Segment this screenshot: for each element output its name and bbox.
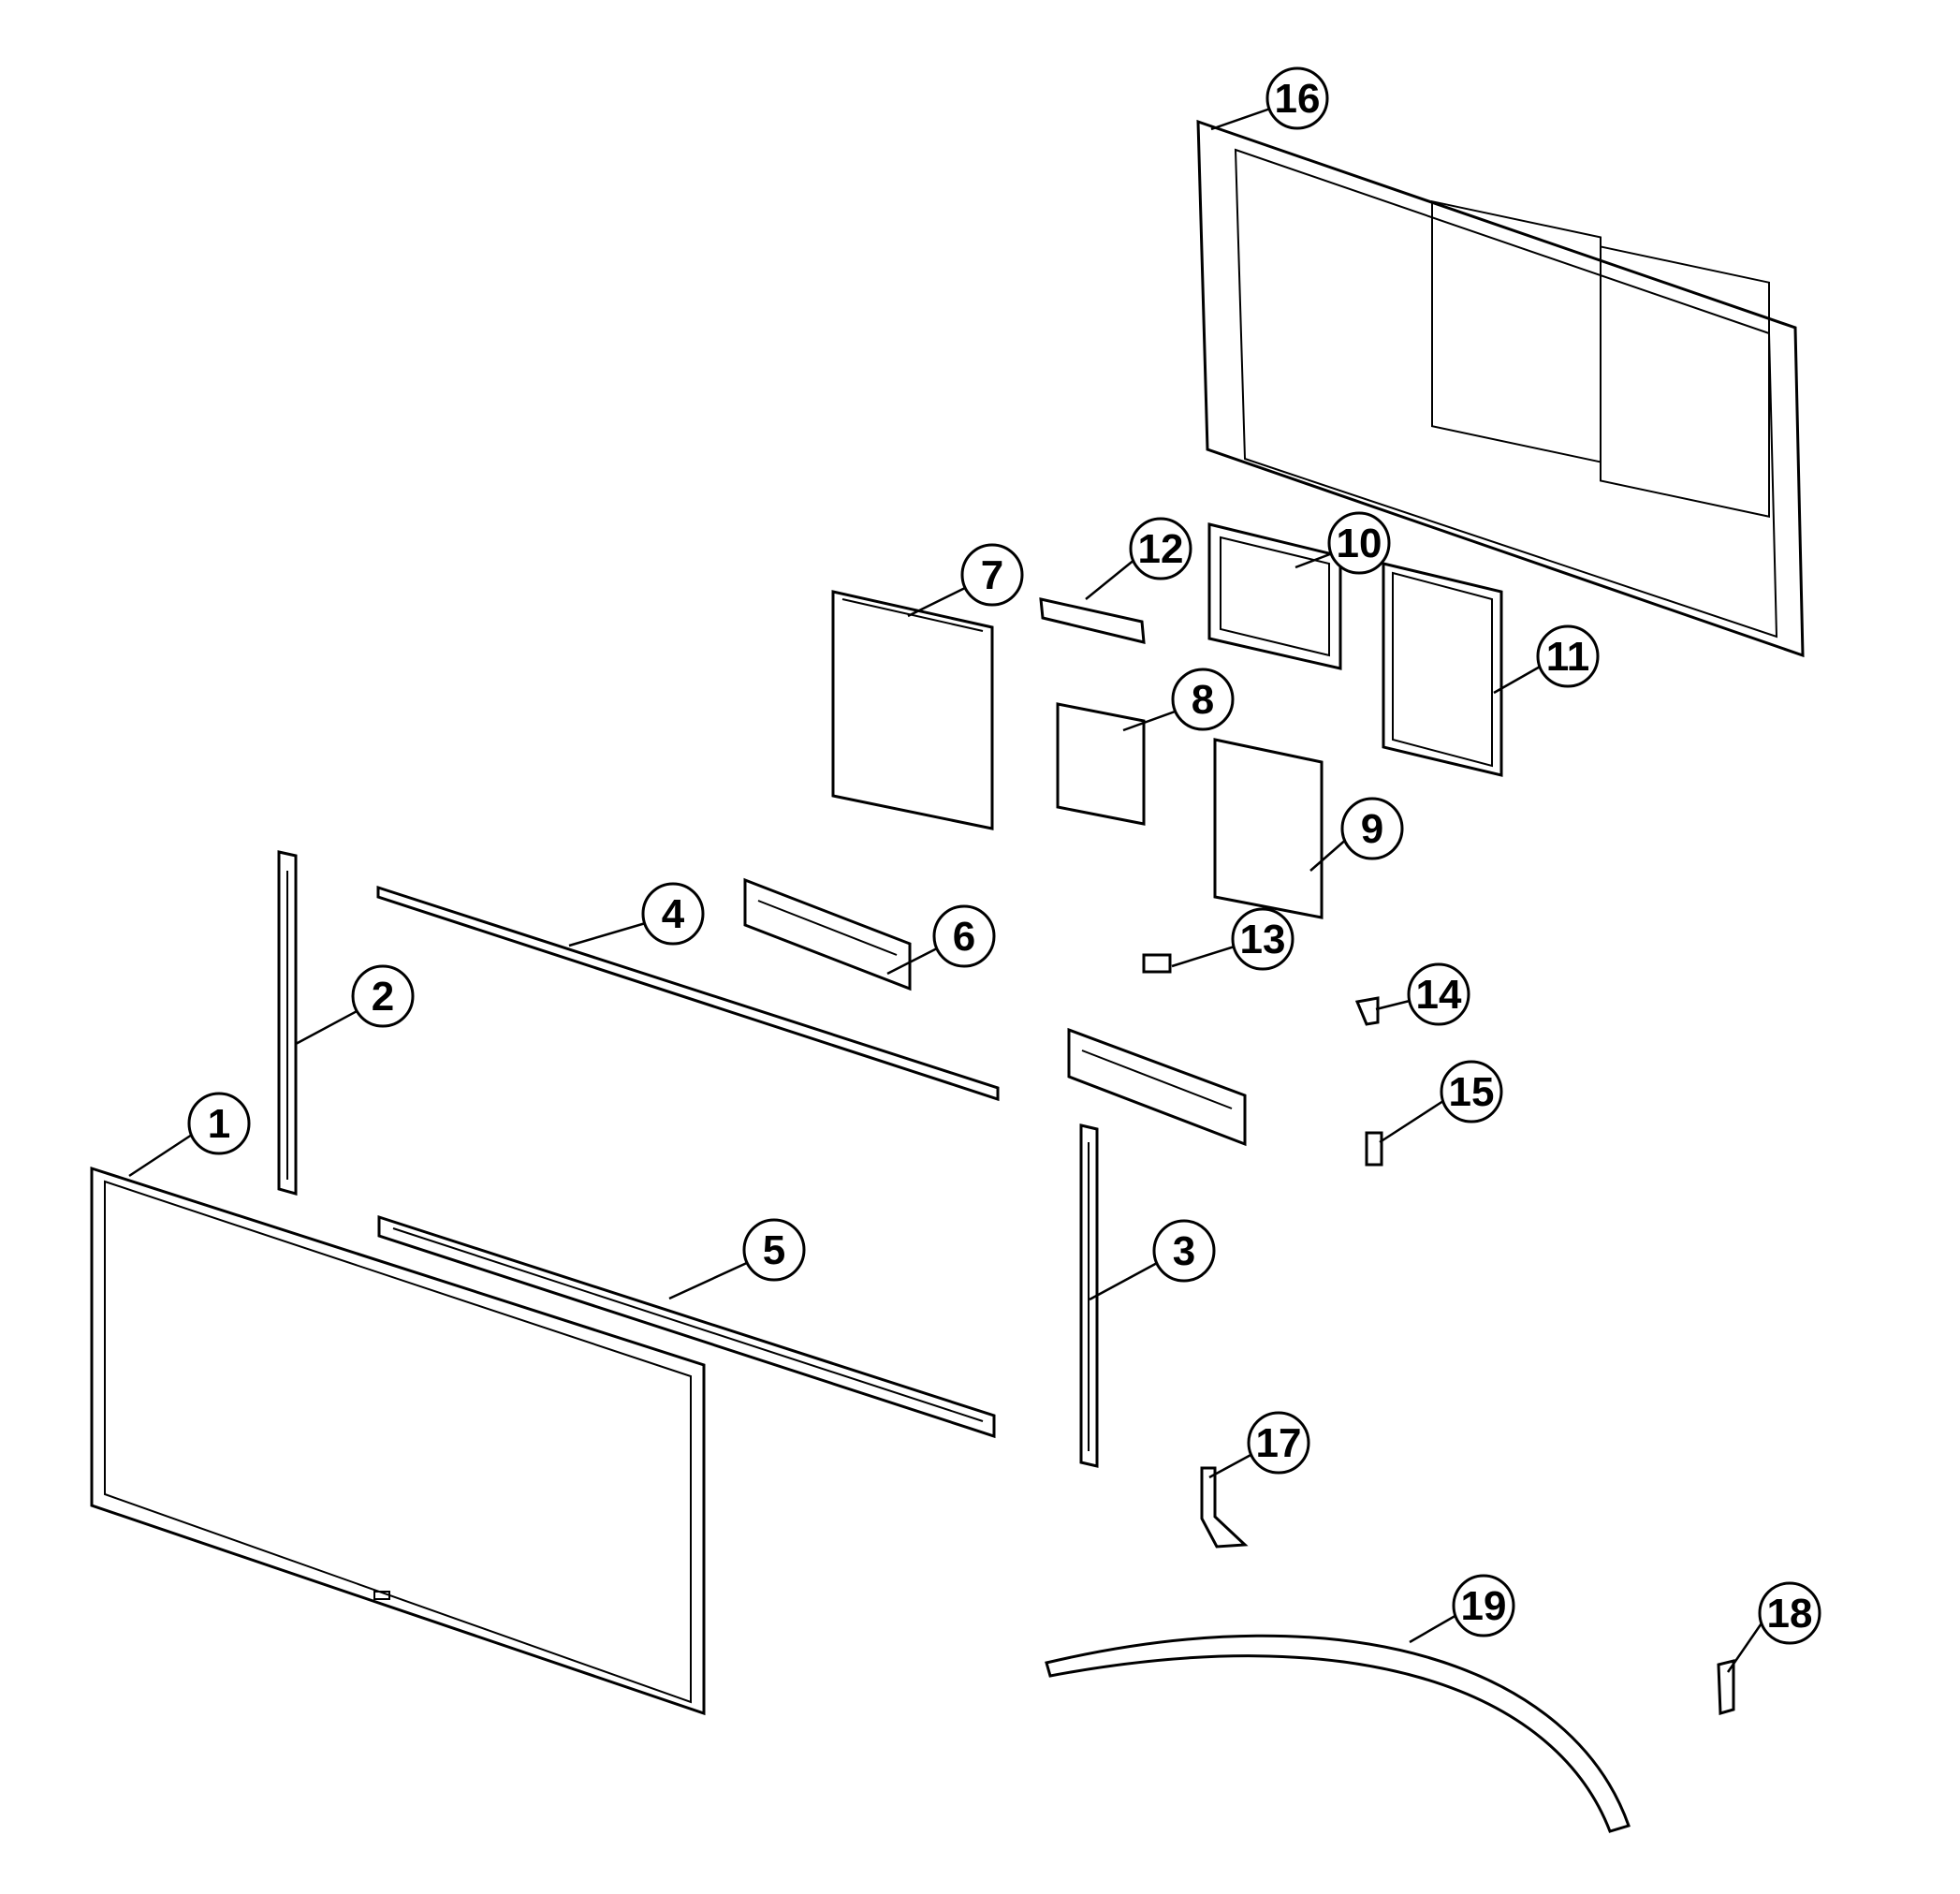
- part-board-center: [1067, 1027, 1247, 1147]
- callout-4: 4: [641, 882, 705, 946]
- part-3-right-bracket: [1079, 1123, 1099, 1468]
- callout-label-2: 2: [372, 974, 394, 1020]
- callout-label-3: 3: [1173, 1228, 1195, 1274]
- part-14-clip: [1354, 996, 1380, 1026]
- part-19-curved-stand: [1045, 1634, 1631, 1833]
- part-7-main-board: [831, 590, 994, 830]
- callout-label-15: 15: [1449, 1069, 1495, 1115]
- callout-12: 12: [1129, 517, 1192, 580]
- part-18-clip: [1717, 1659, 1735, 1715]
- callout-label-16: 16: [1275, 76, 1321, 122]
- part-17-stand-leg: [1200, 1466, 1249, 1549]
- part-15-clip: [1365, 1131, 1383, 1167]
- part-2-left-bracket: [277, 850, 298, 1196]
- callout-6: 6: [932, 904, 996, 968]
- leader-lines: [128, 106, 1767, 1673]
- callout-label-9: 9: [1361, 806, 1383, 852]
- callout-label-11: 11: [1546, 634, 1590, 680]
- callout-label-7: 7: [981, 552, 1003, 598]
- part-8-plate: [1056, 702, 1146, 826]
- callout-8: 8: [1171, 668, 1235, 731]
- part-13-clip: [1142, 953, 1172, 974]
- callout-label-19: 19: [1461, 1583, 1507, 1629]
- callout-16: 16: [1265, 66, 1329, 130]
- callout-19: 19: [1452, 1574, 1515, 1637]
- callout-2: 2: [351, 964, 415, 1028]
- callout-label-4: 4: [662, 891, 685, 937]
- part-6-board: [743, 877, 912, 991]
- callout-5: 5: [742, 1218, 806, 1282]
- part-16-rear-cover: [1196, 119, 1805, 658]
- callout-label-1: 1: [208, 1101, 230, 1147]
- callout-label-8: 8: [1192, 677, 1214, 723]
- callout-label-13: 13: [1240, 917, 1286, 962]
- callout-17: 17: [1247, 1411, 1310, 1475]
- part-9-plate: [1213, 738, 1324, 919]
- part-11-board: [1382, 562, 1503, 777]
- callout-label-18: 18: [1767, 1591, 1813, 1637]
- callout-13: 13: [1231, 907, 1294, 971]
- callout-1: 1: [187, 1092, 251, 1155]
- part-12-bracket: [1039, 597, 1146, 644]
- callout-label-14: 14: [1416, 972, 1462, 1018]
- callout-label-12: 12: [1138, 526, 1184, 572]
- callout-11: 11: [1536, 624, 1600, 688]
- callout-9: 9: [1340, 797, 1404, 860]
- callout-14: 14: [1407, 962, 1470, 1026]
- callout-label-10: 10: [1337, 521, 1382, 566]
- part-5-bottom-bracket: [377, 1214, 996, 1439]
- callout-7: 7: [960, 543, 1024, 607]
- callout-18: 18: [1758, 1581, 1821, 1645]
- part-10-frame: [1207, 522, 1342, 670]
- callout-label-5: 5: [763, 1227, 785, 1273]
- callout-label-17: 17: [1256, 1420, 1302, 1466]
- callout-label-6: 6: [953, 914, 975, 960]
- callout-10: 10: [1327, 511, 1391, 575]
- part-1-front-panel: [90, 1166, 706, 1716]
- part-4-top-strip: [376, 885, 1000, 1102]
- callout-15: 15: [1440, 1060, 1503, 1123]
- callout-3: 3: [1152, 1219, 1216, 1283]
